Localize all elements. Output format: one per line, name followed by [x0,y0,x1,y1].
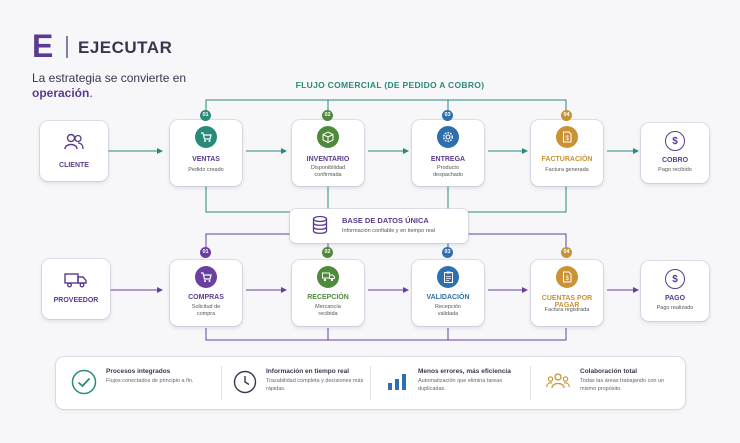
logo-divider [66,36,68,58]
dollar-icon: $ [665,269,685,289]
node-validacion-desc: Recepción validada [435,304,461,317]
invoice-icon: $ [556,126,578,148]
benefit-divider [370,366,371,400]
node-recepcion-desc: Mercancía recibida [315,304,341,317]
benefit-desc: Trazabilidad completa y decisiones más r… [266,378,364,392]
truck-icon [64,273,87,288]
database-title: BASE DE DATOS ÚNICA [342,216,429,225]
benefit-title: Colaboración total [580,368,638,375]
node-ventas: VENTAS Pedido creado [170,120,242,186]
check-icon [71,369,97,395]
database-card: BASE DE DATOS ÚNICA Información confiabl… [290,209,468,243]
benefit-item: Menos errores, más eficiencia Automatiza… [418,368,526,393]
page-subtitle: La estrategia se convierte en operación. [32,71,192,101]
step-badge: 01 [200,110,211,121]
benefit-divider [221,366,222,400]
node-cuentas-desc: Factura registrada [544,307,590,313]
node-recepcion: RECEPCIÓN Mercancía recibida [292,260,364,326]
node-facturacion-label: FACTURACIÓN [541,156,593,163]
benefit-title: Información en tiempo real [266,368,350,375]
page-title: EJECUTAR [78,38,173,57]
database-icon [312,215,328,234]
node-compras: COMPRAS Solicitud de compra [170,260,242,326]
benefit-divider [530,366,531,400]
benefit-item: Colaboración total Todas las áreas traba… [580,368,680,393]
benefit-desc: Automatización que elimina tareas duplic… [418,378,503,392]
benefit-desc: Flujos conectados de principio a fin. [106,378,194,384]
step-badge: 02 [322,110,333,121]
subtitle-emphasis: operación [32,86,90,100]
node-cobro-desc: Pago recibido [658,167,692,173]
node-compras-label: COMPRAS [188,294,224,301]
node-proveedor-label: PROVEEDOR [53,297,99,304]
node-cuentas-label: CUENTAS POR PAGAR [541,295,593,309]
flow-title: FLUJO COMERCIAL (DE PEDIDO A COBRO) [295,80,485,90]
bar-chart-icon [388,374,406,390]
svg-text:$: $ [566,136,570,142]
node-inventario-desc: Disponibilidad confirmada [310,165,346,178]
box-icon [317,126,339,148]
node-cliente-label: CLIENTE [59,162,89,169]
node-pago-desc: Pago realizado [656,305,694,311]
node-entrega-label: ENTREGA [430,156,466,163]
step-badge: 03 [442,247,453,258]
subtitle-end: . [89,86,93,100]
svg-text:$: $ [566,276,570,282]
benefit-title: Procesos integrados [106,368,171,375]
invoice-icon: $ [556,266,578,288]
node-ventas-desc: Pedido creado [188,167,224,173]
step-badge: 03 [442,110,453,121]
benefit-item: Información en tiempo real Trazabilidad … [266,368,366,393]
step-badge: 04 [561,247,572,258]
dollar-icon: $ [665,131,685,151]
node-ventas-label: VENTAS [192,156,220,163]
clock-icon [233,370,257,394]
node-pago: $ PAGO Pago realizado [641,261,709,321]
node-inventario-label: INVENTARIO [306,156,350,163]
node-recepcion-label: RECEPCIÓN [307,294,349,301]
node-facturacion: $ FACTURACIÓN Factura generada [531,120,603,186]
node-entrega-desc: Producto despachado [433,165,463,178]
node-pago-label: PAGO [664,295,686,302]
node-entrega: ENTREGA Producto despachado [412,120,484,186]
logo-letter: E [32,28,54,64]
team-icon [546,373,570,389]
node-cobro: $ COBRO Pago recibido [641,123,709,183]
step-badge: 02 [322,247,333,258]
users-icon [64,133,84,150]
benefit-title: Menos errores, más eficiencia [418,368,511,375]
node-cliente: CLIENTE [40,121,108,181]
database-desc: Información confiable y en tiempo real [342,228,435,234]
node-proveedor: PROVEEDOR [42,259,110,319]
truck-icon [317,266,339,288]
benefit-item: Procesos integrados Flujos conectados de… [106,368,216,386]
node-facturacion-desc: Factura generada [545,167,589,173]
step-badge: 01 [200,247,211,258]
cart-icon [195,266,217,288]
node-cobro-label: COBRO [661,157,689,164]
cart-icon [195,126,217,148]
node-validacion: VALIDACIÓN Recepción validada [412,260,484,326]
gear-icon [437,126,459,148]
clipboard-icon [437,266,459,288]
node-validacion-label: VALIDACIÓN [426,294,470,301]
subtitle-text: La estrategia se convierte en [32,71,187,85]
step-badge: 04 [561,110,572,121]
node-compras-desc: Solicitud de compra [191,304,221,317]
node-cuentas-por-pagar: $ CUENTAS POR PAGAR Factura registrada [531,260,603,326]
node-inventario: INVENTARIO Disponibilidad confirmada [292,120,364,186]
benefit-desc: Todas las áreas trabajando con un mismo … [580,378,665,392]
